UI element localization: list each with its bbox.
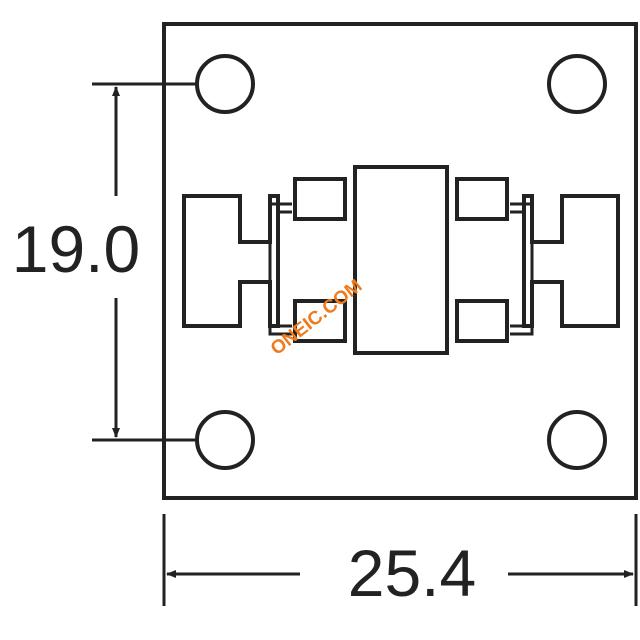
right-bottom-small-pad: [455, 299, 509, 343]
mounting-hole-bottom-right: [547, 410, 607, 470]
right-trace-inner: [510, 210, 526, 328]
left-trace-outer: [268, 202, 292, 336]
watermark-text: ONEIC.COM: [267, 276, 366, 360]
width-dimension-label: 25.4: [348, 536, 476, 610]
left-h-pad: [182, 194, 280, 328]
right-top-small-pad: [455, 177, 509, 221]
board-outline: [162, 22, 638, 500]
center-pad: [353, 165, 449, 355]
mounting-hole-top-right: [547, 54, 607, 114]
left-trace-inner: [276, 210, 292, 328]
left-top-small-pad: [293, 177, 347, 221]
height-dimension-label: 19.0: [12, 212, 140, 286]
mounting-hole-bottom-left: [195, 410, 255, 470]
mounting-hole-top-left: [195, 54, 255, 114]
right-trace-outer: [510, 202, 534, 336]
right-h-pad: [522, 194, 620, 328]
left-bottom-small-pad: [293, 299, 347, 343]
